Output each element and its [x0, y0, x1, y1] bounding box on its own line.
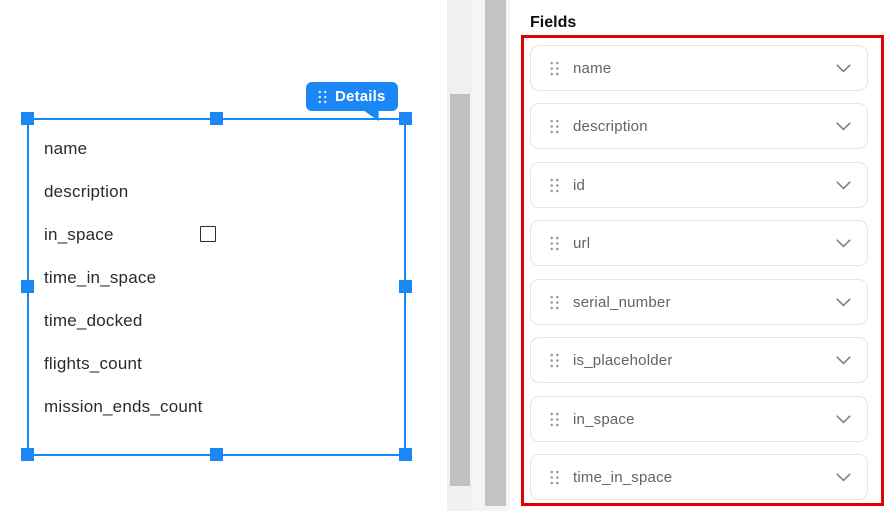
field-card-is-placeholder[interactable]: is_placeholder [530, 337, 868, 383]
field-card-time-in-space[interactable]: time_in_space [530, 454, 868, 500]
chevron-down-icon[interactable] [836, 472, 851, 482]
resize-handle-middle-right[interactable] [399, 280, 412, 293]
field-card-description[interactable]: description [530, 103, 868, 149]
chevron-down-icon[interactable] [836, 121, 851, 131]
field-card-url[interactable]: url [530, 220, 868, 266]
canvas-field-label: in_space [44, 225, 114, 244]
drag-dots-icon[interactable] [550, 295, 559, 310]
details-tag-label: Details [335, 88, 386, 105]
drag-dots-icon[interactable] [550, 353, 559, 368]
canvas-field-row: description [44, 170, 396, 213]
canvas-field-label: time_in_space [44, 268, 157, 287]
canvas-field-row: mission_ends_count [44, 385, 396, 428]
fields-panel-title: Fields [530, 14, 577, 31]
resize-handle-top-center[interactable] [210, 112, 223, 125]
in-space-checkbox[interactable] [200, 226, 216, 242]
panel-scrollbar-track[interactable] [472, 0, 510, 511]
chevron-down-icon[interactable] [836, 238, 851, 248]
canvas-field-label: time_docked [44, 311, 143, 330]
resize-handle-bottom-left[interactable] [21, 448, 34, 461]
canvas-field-label: flights_count [44, 354, 143, 373]
canvas-scrollbar-track[interactable] [447, 0, 472, 511]
drag-dots-icon[interactable] [550, 178, 559, 193]
field-card-id[interactable]: id [530, 162, 868, 208]
field-card-label: in_space [573, 410, 635, 428]
drag-dots-icon[interactable] [318, 90, 327, 104]
canvas-field-label: mission_ends_count [44, 397, 203, 416]
field-card-serial-number[interactable]: serial_number [530, 279, 868, 325]
drag-dots-icon[interactable] [550, 61, 559, 76]
field-card-label: description [573, 117, 648, 135]
panel-scrollbar-thumb[interactable] [485, 0, 506, 506]
canvas-field-row: flights_count [44, 342, 396, 385]
drag-dots-icon[interactable] [550, 236, 559, 251]
drag-dots-icon[interactable] [550, 412, 559, 427]
field-card-label: id [573, 176, 586, 194]
canvas-field-label: description [44, 182, 129, 201]
selected-details-component[interactable]: name description in_space time_in_space … [27, 118, 406, 456]
field-card-name[interactable]: name [530, 45, 868, 91]
resize-handle-top-left[interactable] [21, 112, 34, 125]
fields-panel: Fields name description [510, 0, 895, 511]
resize-handle-top-right[interactable] [399, 112, 412, 125]
canvas-scrollbar-thumb[interactable] [450, 94, 470, 486]
chevron-down-icon[interactable] [836, 63, 851, 73]
drag-dots-icon[interactable] [550, 119, 559, 134]
field-card-label: url [573, 234, 591, 252]
canvas-field-row: in_space [44, 213, 396, 256]
chevron-down-icon[interactable] [836, 414, 851, 424]
chevron-down-icon[interactable] [836, 355, 851, 365]
canvas-field-row: time_in_space [44, 256, 396, 299]
canvas-field-row: time_docked [44, 299, 396, 342]
field-card-label: time_in_space [573, 468, 673, 486]
drag-dots-icon[interactable] [550, 470, 559, 485]
details-component-body: name description in_space time_in_space … [44, 127, 396, 428]
canvas-field-row: name [44, 127, 396, 170]
chevron-down-icon[interactable] [836, 297, 851, 307]
field-card-label: name [573, 59, 612, 77]
resize-handle-bottom-center[interactable] [210, 448, 223, 461]
chevron-down-icon[interactable] [836, 180, 851, 190]
design-canvas: name description in_space time_in_space … [0, 0, 447, 511]
resize-handle-middle-left[interactable] [21, 280, 34, 293]
field-card-label: serial_number [573, 293, 671, 311]
field-card-label: is_placeholder [573, 351, 673, 369]
resize-handle-bottom-right[interactable] [399, 448, 412, 461]
details-selection-tag[interactable]: Details [306, 82, 398, 121]
field-card-in-space[interactable]: in_space [530, 396, 868, 442]
canvas-field-label: name [44, 139, 88, 158]
